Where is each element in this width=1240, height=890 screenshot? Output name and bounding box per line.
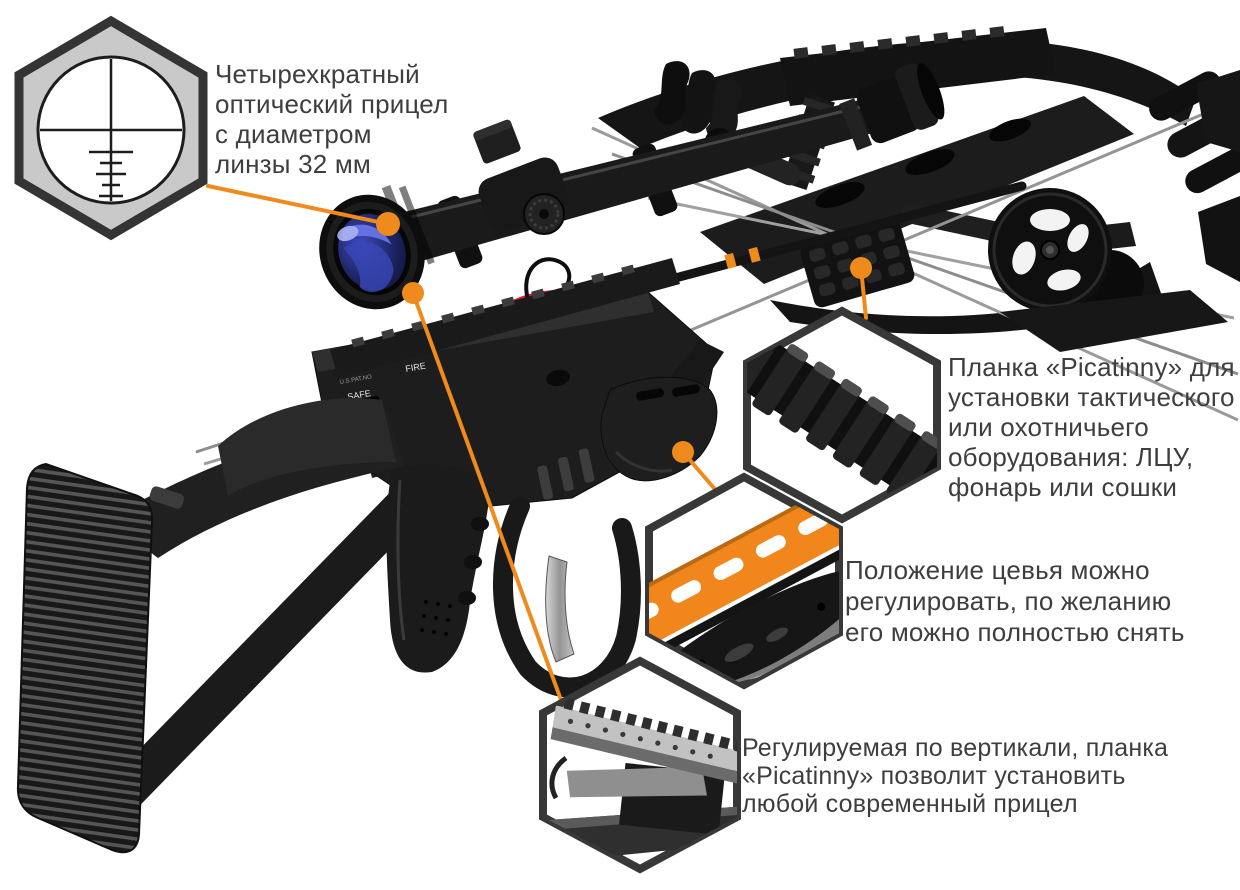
grip-texture (420, 600, 452, 636)
adjustable-rail-icon (548, 697, 737, 862)
picatinny-rail-icon (747, 326, 937, 510)
leader-dot-top-rail (402, 282, 424, 304)
callout-line: с диаметром (215, 119, 372, 149)
callout-hexagon-scope (14, 15, 208, 241)
leader-line-top-rail (411, 291, 563, 702)
callout-line: оборудования: ЛЦУ, (948, 442, 1194, 472)
callout-scope-text: Четырехкратный оптический прицел с диаме… (215, 59, 495, 179)
leader-dot-side-picatinny (850, 257, 872, 279)
trigger-assembly (493, 496, 641, 698)
leader-dot-scope (376, 212, 400, 236)
callout-line: регулировать, по желанию (845, 586, 1172, 616)
top-rail-teeth (793, 26, 1005, 59)
fire-marking: FIRE (405, 361, 427, 374)
callout-line: «Picatinny» позволит установить (742, 762, 1126, 790)
scope-rail-teeth (351, 264, 635, 348)
callout-line: или охотничьего (948, 412, 1149, 442)
callout-line: фонарь или сошки (948, 472, 1178, 502)
callout-line: его можно полностью снять (845, 617, 1185, 647)
callout-hexagon-forend (645, 472, 843, 690)
callout-top-rail-text: Регулируемая по вертикали, планка «Picat… (742, 734, 1202, 818)
callout-line: оптический прицел (215, 89, 449, 119)
trigger-blade (545, 555, 575, 663)
scope (319, 63, 945, 378)
limb-tip-dampers (1149, 70, 1240, 282)
callout-line: установки тактического (948, 382, 1235, 412)
callout-hexagon-top-rail (539, 656, 741, 874)
scope-eyepiece (839, 63, 945, 151)
callout-line: линзы 32 мм (215, 149, 371, 179)
callout-line: Положение цевья можно (845, 555, 1150, 585)
callout-line: любой современный прицел (742, 790, 1078, 818)
cam-wheel (988, 188, 1228, 352)
receiver-vents (537, 448, 595, 500)
callout-line: Регулируемая по вертикали, планка (742, 734, 1169, 762)
leader-dots (376, 212, 872, 463)
cheek-rest (218, 397, 396, 496)
trigger-guard (493, 496, 641, 698)
leader-line-scope (206, 184, 390, 226)
forend-rail-icon (649, 477, 839, 685)
callout-hexagon-side-picatinny (743, 306, 941, 524)
callout-forend-text: Положение цевья можно регулировать, по ж… (845, 555, 1190, 648)
scope-reticle-icon (36, 55, 186, 205)
patent-marking: U.S.PAT.NO (339, 374, 372, 386)
leader-dot-forend (672, 441, 694, 463)
callout-line: Четырехкратный (215, 59, 420, 89)
limb-dampers (654, 61, 742, 143)
callout-side-picatinny-text: Планка «Picatinny» для установки тактиче… (948, 352, 1240, 502)
scope-rail (330, 258, 680, 378)
pistol-grip (386, 464, 490, 673)
callout-line: Планка «Picatinny» для (948, 352, 1235, 382)
stock (16, 397, 436, 854)
butt-pad (16, 462, 154, 854)
